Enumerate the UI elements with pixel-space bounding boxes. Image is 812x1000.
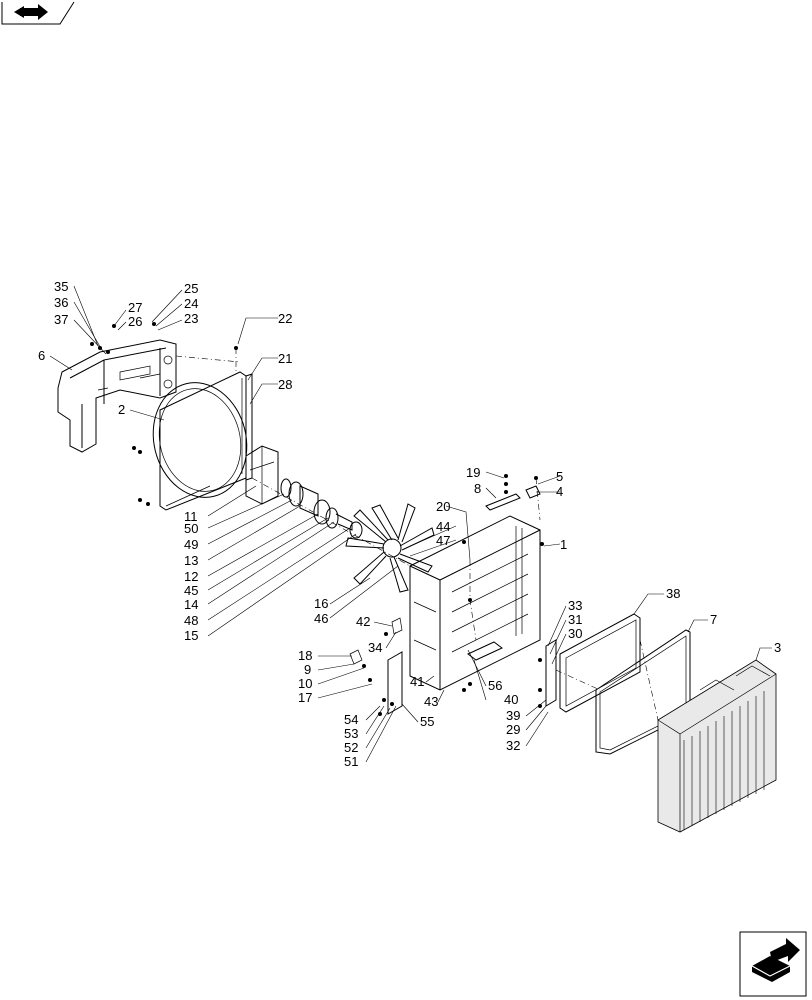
callout-13: 13 — [184, 553, 198, 568]
callout-46: 46 — [314, 611, 328, 626]
callout-41: 41 — [410, 674, 424, 689]
fan-bracket-part — [245, 445, 279, 505]
callout-48: 48 — [184, 613, 198, 628]
callout-39: 39 — [506, 708, 520, 723]
book-arrow-icon[interactable] — [1, 1, 75, 25]
callout-28: 28 — [278, 377, 292, 392]
next-page-arrow-icon[interactable] — [739, 931, 807, 997]
callout-38: 38 — [666, 586, 680, 601]
callout-14: 14 — [184, 597, 198, 612]
callout-7: 7 — [710, 612, 717, 627]
callout-44: 44 — [436, 519, 450, 534]
callout-51: 51 — [344, 754, 358, 769]
latch-part — [391, 617, 403, 635]
callout-47: 47 — [436, 533, 450, 548]
callout-56: 56 — [488, 678, 502, 693]
callout-17: 17 — [298, 690, 312, 705]
radiator-screen-part — [657, 659, 777, 833]
leader-lines — [49, 285, 772, 763]
callout-10: 10 — [298, 676, 312, 691]
callout-labels: 35 36 37 27 26 25 24 23 6 22 21 28 2 11 … — [38, 279, 781, 769]
top-bracket-part — [485, 493, 521, 511]
callout-27: 27 — [128, 300, 142, 315]
tube-frame-part — [57, 339, 177, 453]
callout-32: 32 — [506, 738, 520, 753]
callout-30: 30 — [568, 626, 582, 641]
callout-45: 45 — [184, 583, 198, 598]
callout-54: 54 — [344, 712, 358, 727]
callout-1: 1 — [560, 537, 567, 552]
callout-24: 24 — [184, 296, 198, 311]
side-plate-part — [387, 651, 403, 715]
callout-15: 15 — [184, 628, 198, 643]
callout-21: 21 — [278, 351, 292, 366]
callout-25: 25 — [184, 281, 198, 296]
fan-blade-part — [345, 503, 435, 593]
callout-52: 52 — [344, 740, 358, 755]
callout-18: 18 — [298, 648, 312, 663]
callout-53: 53 — [344, 726, 358, 741]
callout-4: 4 — [556, 484, 563, 499]
bottom-bracket-part — [467, 641, 503, 661]
clip-part — [525, 485, 541, 499]
callout-40: 40 — [504, 692, 518, 707]
callout-35: 35 — [54, 279, 68, 294]
callout-16: 16 — [314, 596, 328, 611]
fan-hub-assembly-part — [280, 478, 363, 539]
callout-2: 2 — [118, 402, 125, 417]
callout-3: 3 — [774, 640, 781, 655]
callout-26: 26 — [128, 314, 142, 329]
callout-29: 29 — [506, 722, 520, 737]
callout-20: 20 — [436, 499, 450, 514]
callout-31: 31 — [568, 612, 582, 627]
callout-49: 49 — [184, 537, 198, 552]
mounting-strip-part — [545, 639, 557, 707]
callout-5: 5 — [556, 469, 563, 484]
callout-23: 23 — [184, 311, 198, 326]
callout-34: 34 — [368, 640, 382, 655]
callout-55: 55 — [420, 714, 434, 729]
callout-42: 42 — [356, 614, 370, 629]
callout-50: 50 — [184, 521, 198, 536]
seal-strip-part — [245, 373, 253, 481]
callout-33: 33 — [568, 598, 582, 613]
callout-6: 6 — [38, 348, 45, 363]
callout-19: 19 — [466, 465, 480, 480]
callout-22: 22 — [278, 311, 292, 326]
callout-9: 9 — [304, 662, 311, 677]
clamp-part — [349, 649, 363, 665]
fan-shroud-part — [152, 371, 248, 511]
callout-11: 11 — [184, 509, 198, 524]
callout-8: 8 — [474, 481, 481, 496]
callout-12: 12 — [184, 569, 198, 584]
callout-36: 36 — [54, 295, 68, 310]
centre-lines — [175, 348, 659, 721]
callout-43: 43 — [424, 694, 438, 709]
hardware-dots — [90, 322, 544, 716]
callout-37: 37 — [54, 312, 68, 327]
radiator-core-part — [409, 515, 541, 691]
